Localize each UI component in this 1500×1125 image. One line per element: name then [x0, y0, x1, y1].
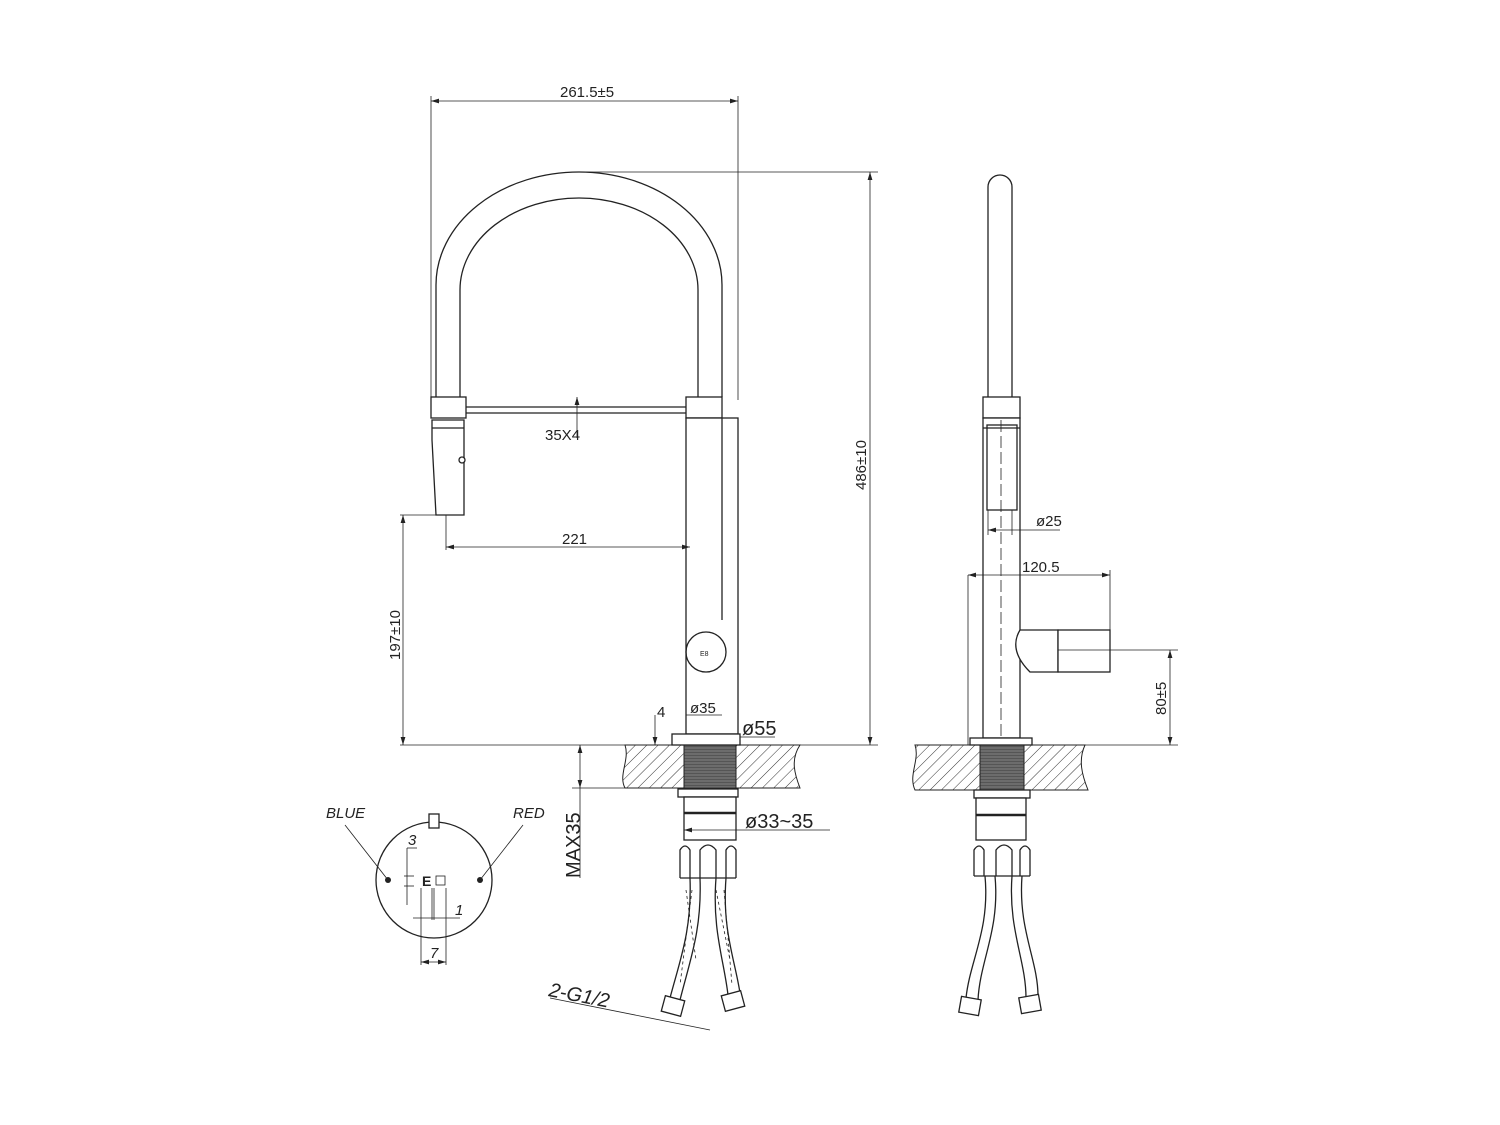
dim-hole: ø33~35	[745, 811, 813, 833]
spout-side	[987, 174, 1013, 397]
label-hot: RED	[513, 805, 545, 822]
thread-shank	[683, 744, 737, 789]
side-view: ø25 120.5 80±5	[912, 174, 1178, 1017]
dim-thread: 2-G1/2	[546, 979, 611, 1012]
dim-spout: ø25	[1036, 513, 1062, 530]
dim-height: 486±10	[853, 440, 870, 490]
svg-text:E8: E8	[700, 651, 709, 658]
dim-base: ø55	[742, 718, 776, 740]
hose-cold	[669, 877, 701, 1001]
faucet-body	[685, 417, 739, 735]
dim-hose: 35X4	[545, 427, 580, 444]
lever-handle	[1015, 629, 1059, 673]
dim-reach: 221	[562, 531, 587, 548]
dim-counter: MAX35	[563, 812, 585, 878]
spray-collar	[430, 396, 467, 419]
body-collar	[685, 396, 723, 419]
spray-head	[431, 419, 465, 516]
connection-detail: BLUE RED E 3 1 7	[326, 805, 545, 965]
dim-lever: 80±5	[1153, 682, 1170, 715]
spout	[435, 171, 723, 397]
svg-text:7: 7	[430, 945, 439, 962]
svg-text:3: 3	[408, 832, 417, 849]
svg-text:1: 1	[455, 902, 463, 919]
fitting-hot	[720, 989, 746, 1013]
fitting-cold	[660, 994, 686, 1018]
dim-spout-height: 197±10	[387, 610, 404, 660]
hose-hot	[714, 877, 741, 996]
front-view: 261.5±5 35X4 E8 ø35 ø55 4 221 486±10	[387, 84, 878, 1031]
dim-width: 261.5±5	[560, 84, 614, 101]
label-cold: BLUE	[326, 805, 366, 822]
dim-body: ø35	[690, 700, 716, 717]
dim-base-thickness: 4	[657, 704, 665, 721]
logo-circle	[685, 631, 727, 673]
svg-text:E: E	[422, 873, 431, 889]
dim-depth: 120.5	[1022, 559, 1060, 576]
